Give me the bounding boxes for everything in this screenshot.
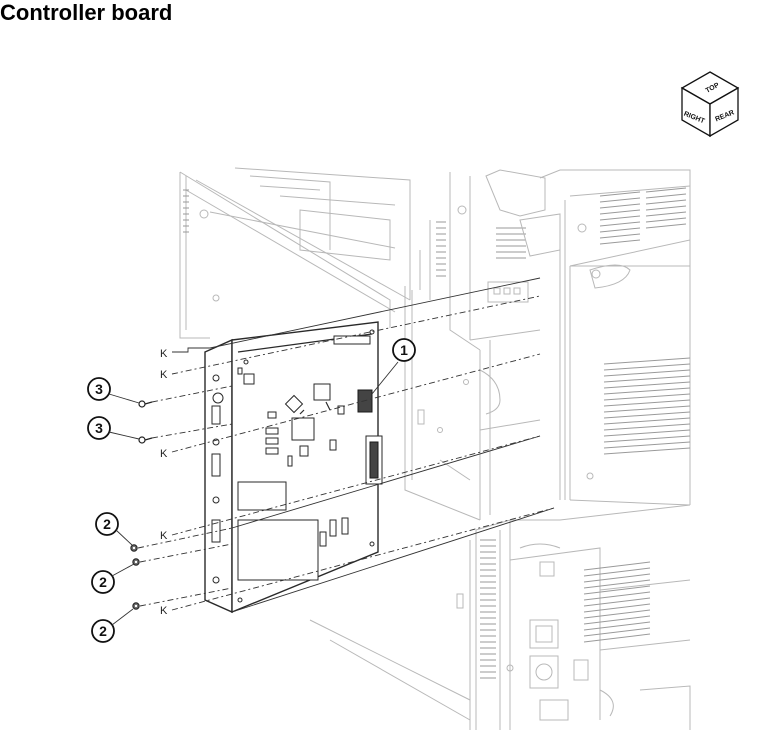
controller-board	[204, 321, 383, 614]
svg-text:3: 3	[95, 420, 103, 436]
callout-2-upper: 2	[95, 512, 133, 546]
svg-text:2: 2	[103, 516, 111, 532]
svg-text:2: 2	[99, 623, 107, 639]
orientation-cube: TOP RIGHT REAR	[680, 71, 740, 138]
screw-2-upper	[130, 544, 138, 552]
reference-labels: K K K K K	[160, 348, 168, 617]
svg-text:1: 1	[400, 342, 408, 358]
callout-1: 1	[392, 338, 416, 362]
svg-text:3: 3	[95, 381, 103, 397]
screw-3-lower	[138, 436, 153, 444]
alignment-lines	[137, 277, 555, 613]
k-label: K	[160, 369, 168, 381]
svg-text:2: 2	[99, 574, 107, 590]
k-label: K	[160, 530, 168, 542]
screw-2-lower	[132, 602, 140, 610]
callouts: 1 2 2 2 3 3	[87, 338, 416, 643]
k-label: K	[160, 348, 168, 360]
k-label: K	[160, 605, 168, 617]
k-label: K	[160, 448, 168, 460]
callout-3-upper: 3	[87, 377, 140, 404]
screw-3-upper	[138, 400, 153, 408]
callout-2-lower: 2	[91, 608, 134, 643]
callout-3-lower: 3	[87, 416, 140, 440]
page-title: Controller board	[0, 0, 173, 25]
screw-2-middle	[132, 558, 140, 566]
screws	[130, 400, 153, 610]
callout-2-middle: 2	[91, 563, 135, 594]
